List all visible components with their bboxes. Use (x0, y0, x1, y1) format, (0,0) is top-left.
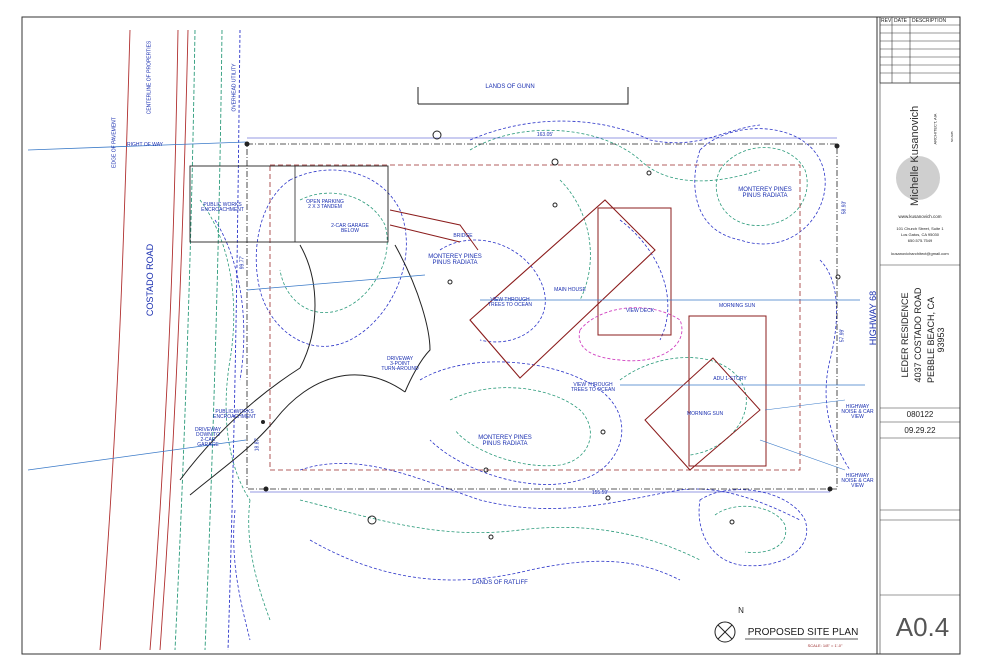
architect-phone: 650.575.7549 (907, 238, 933, 243)
label-garage: 2-CAR GARAGE BELOW (331, 223, 369, 234)
label-public-works-2: PUBLIC WORKS ENCROACHMENT (213, 409, 256, 420)
rev-header-date: DATE (894, 18, 907, 24)
label-dim-left2: 18.87' (254, 437, 261, 452)
label-right-of-way: RIGHT OF WAY (126, 142, 164, 148)
project-line-3: PEBBLE BEACH, CA 93953 (926, 296, 946, 384)
label-view-trees-1: VIEW THROUGH TREES TO OCEAN (488, 297, 532, 308)
label-public-works-1: PUBLIC WORKS ENCROACHMENT (201, 202, 244, 213)
costado-road-lines (99, 29, 241, 651)
label-dim-top: 163.05' (536, 132, 554, 138)
architect-sub: ARCHITECT, AIA (932, 113, 938, 145)
label-edge-pavement: EDGE OF PAVEMENT (111, 117, 118, 168)
label-view-trees-2: VIEW THROUGH TREES TO OCEAN (571, 382, 615, 393)
label-lands-gunn: LANDS OF GUNN (485, 84, 535, 90)
drawing-scale: SCALE: 1/8" = 1'-0" (807, 643, 843, 648)
label-overhead-utility: OVERHEAD UTILITY (231, 63, 238, 112)
label-adu: ADU 1-STORY (713, 376, 747, 382)
label-pines-3: MONTEREY PINES PINUS RADIATA (478, 435, 532, 447)
property-boundary (246, 143, 838, 490)
architect-logo-circle (896, 156, 940, 200)
label-highway-noise-1: HIGHWAY NOISE & CAR VIEW (841, 404, 874, 420)
label-dim-right2: 57.99' (839, 328, 846, 343)
garage-footprint (189, 165, 389, 243)
adu-footprint (688, 315, 767, 467)
rev-header-description: DESCRIPTION (912, 18, 947, 24)
architect-address-2: Los Gatos, CA 95030 (900, 232, 940, 237)
sheet-number: A0.4 (895, 612, 950, 642)
label-costado-road: COSTADO ROAD (145, 243, 155, 317)
architect-email: kusanovicharchitect@gmail.com (891, 251, 949, 256)
sheet-border (21, 16, 961, 655)
upper-house-block (597, 207, 672, 336)
architect-sub2: NCARB (950, 131, 954, 142)
label-lands-ratliff: LANDS OF RATLIFF (472, 580, 528, 586)
rev-header-rev: REV (881, 18, 892, 24)
revision-table (879, 16, 961, 84)
label-view-deck: VIEW DECK (625, 308, 655, 314)
setback-line (269, 164, 801, 471)
label-pines-2: MONTEREY PINES PINUS RADIATA (738, 187, 792, 199)
north-label: N (738, 606, 744, 615)
label-dim-right: 58.93' (841, 200, 848, 215)
label-main-house: MAIN HOUSE (554, 287, 586, 293)
drawing-title: PROPOSED SITE PLAN (747, 627, 859, 638)
main-house-footprint (469, 199, 656, 379)
label-open-parking: OPEN PARKING 2 X 3 TANDEM (306, 199, 344, 210)
label-pines-1: MONTEREY PINES PINUS RADIATA (428, 254, 482, 266)
label-bridge: BRIDGE (453, 233, 473, 239)
architect-name: Michelle Kusanovich (909, 105, 921, 206)
drawing-date: 09.29.22 (904, 426, 936, 435)
label-driveway-turn: DRIVEWAY 3-POINT TURN-AROUND (381, 356, 419, 372)
label-highway-68: HIGHWAY 68 (868, 290, 878, 346)
north-arrow-icon (714, 621, 736, 643)
label-highway-noise-2: HIGHWAY NOISE & CAR VIEW (841, 473, 874, 489)
project-line-1: LEDER RESIDENCE (900, 292, 910, 378)
label-driveway-down: DRIVEWAY DOWN TO 2-CAR GARAGE (194, 427, 222, 448)
label-morning-sun-2: MORNING SUN (686, 411, 724, 417)
label-centerline: CENTERLINE OF PROPERTIES (146, 40, 153, 115)
trees (367, 130, 841, 540)
architect-address-1: 101 Church Street, Suite 1 (896, 226, 944, 231)
label-dim-left: 99.77' (239, 255, 246, 270)
architect-website: www.kusanovich.com (898, 214, 942, 219)
label-dim-bottom: 155.59' (591, 490, 609, 496)
job-number: 080122 (906, 410, 934, 419)
label-morning-sun-1: MORNING SUN (718, 303, 756, 309)
project-line-2: 4037 COSTADO ROAD (913, 287, 923, 383)
